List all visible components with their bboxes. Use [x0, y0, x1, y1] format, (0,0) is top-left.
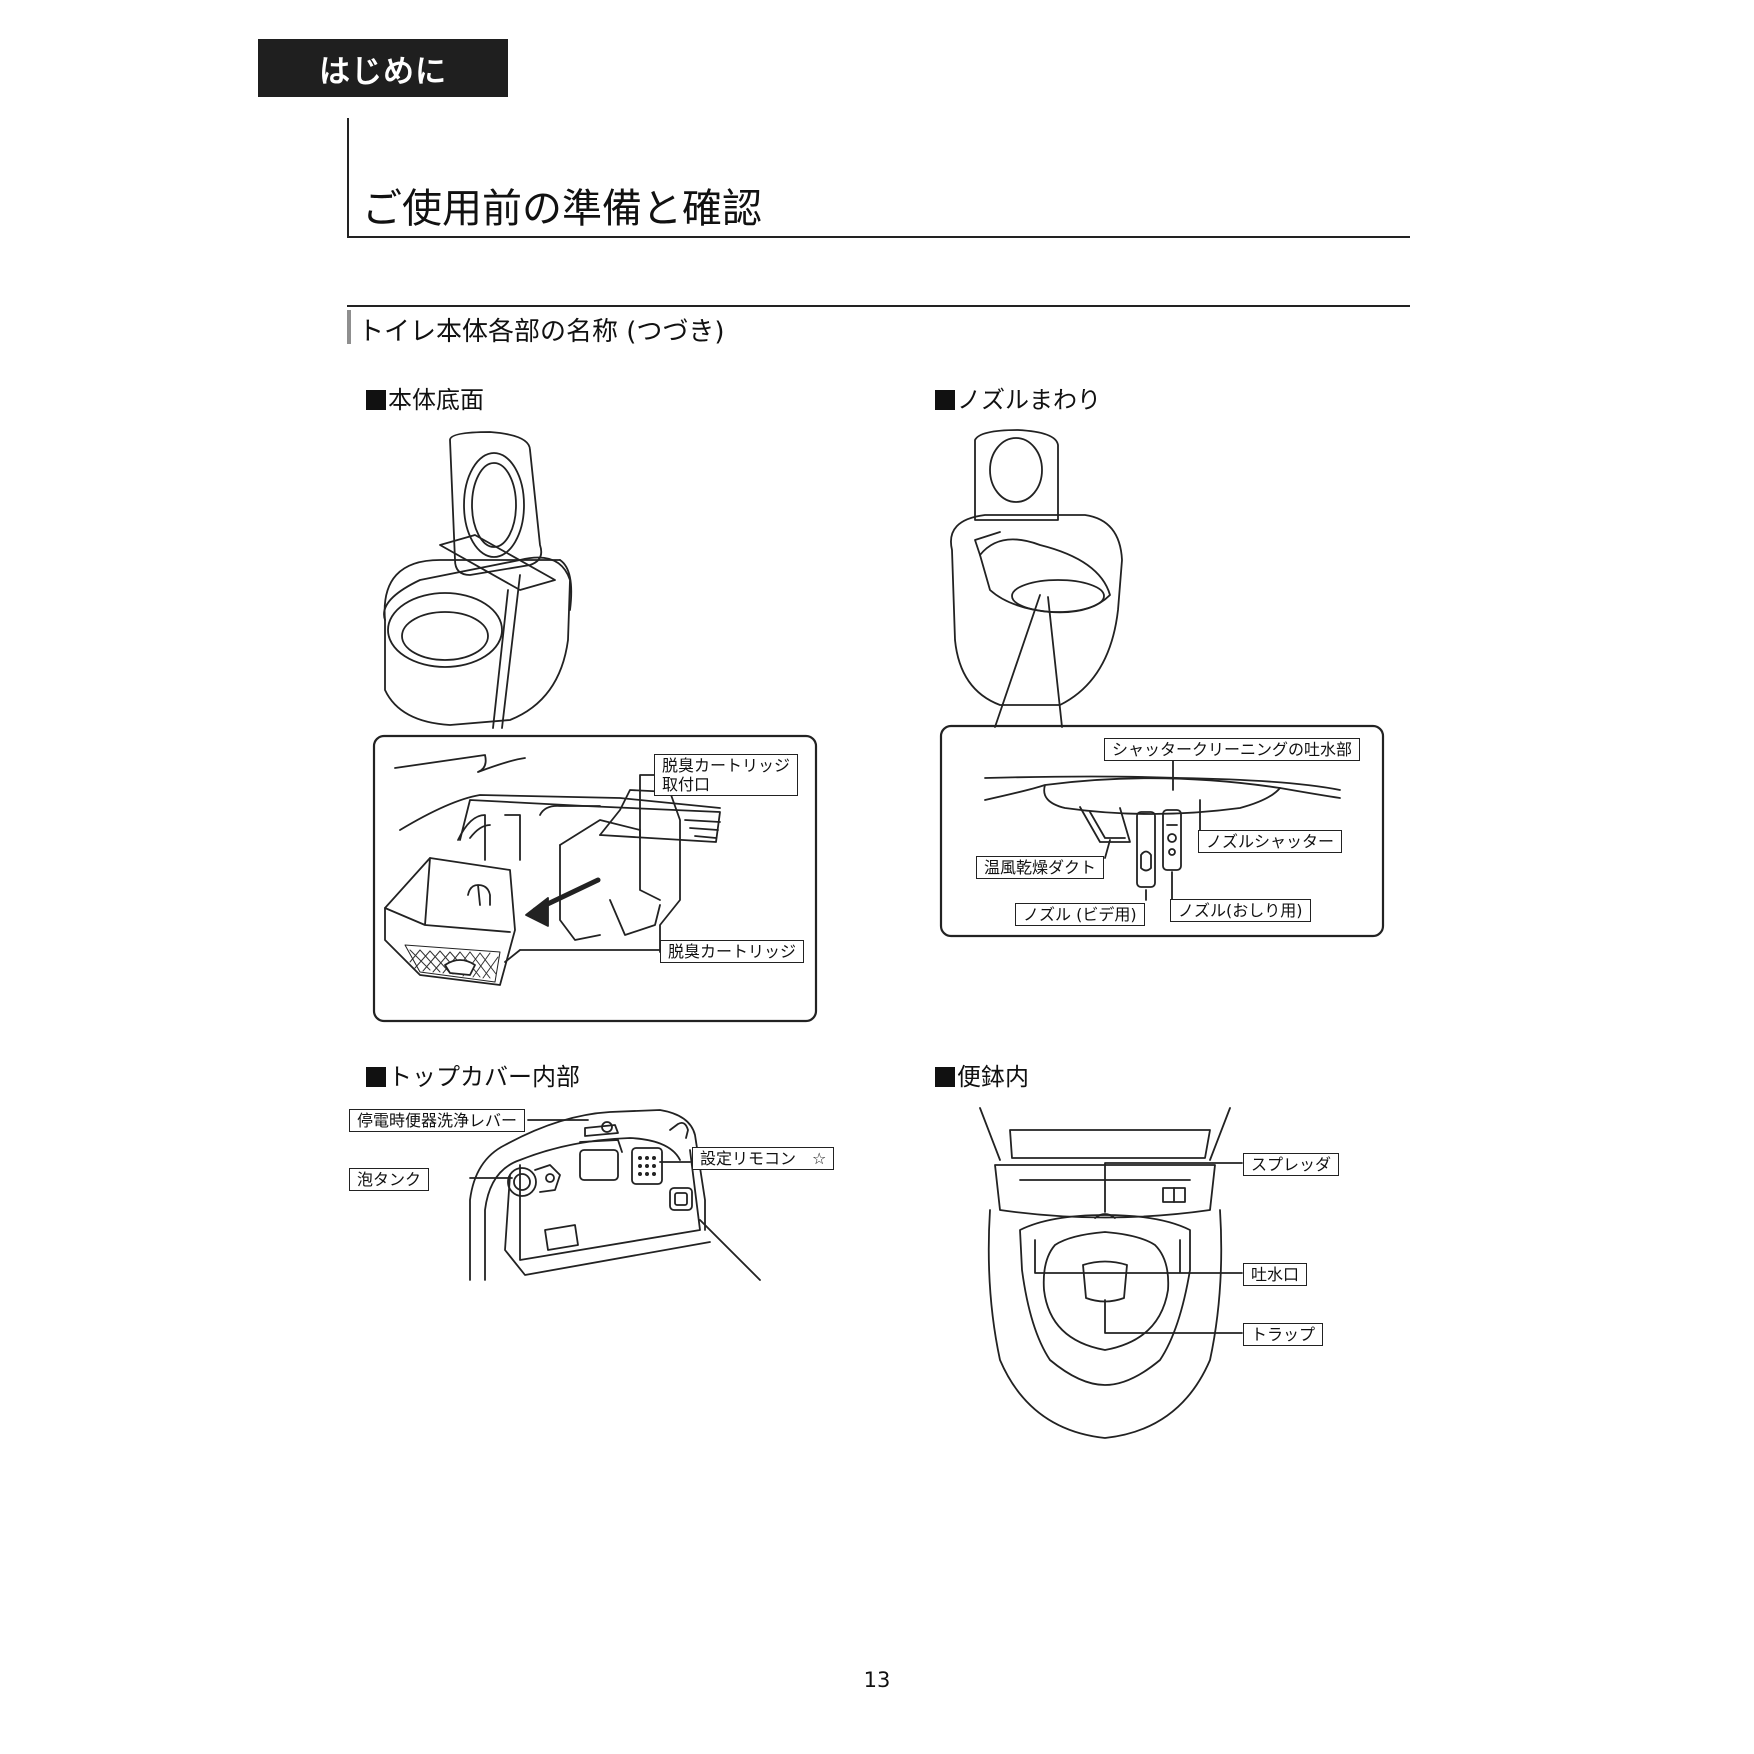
subheading-topcover: トップカバー内部 [366, 1057, 580, 1092]
label-foam-tank: 泡タンク [349, 1168, 430, 1191]
label-nozzle-shutter: ノズルシャッター [1198, 830, 1343, 853]
label-shutter-cleaning-outlet: シャッタークリーニングの吐水部 [1104, 738, 1361, 761]
label-cartridge: 脱臭カートリッジ [660, 940, 805, 963]
chapter-tag: はじめに [258, 39, 508, 97]
label-cartridge-mount: 脱臭カートリッジ 取付口 [654, 754, 799, 796]
bowl-illustration [979, 1107, 1243, 1439]
subheading-nozzle: ノズルまわり [935, 380, 1101, 415]
subheading-bottom: 本体底面 [366, 380, 484, 415]
label-nozzle-bidet: ノズル (ビデ用) [1015, 903, 1145, 926]
label-spreader: スプレッダ [1243, 1153, 1340, 1176]
title-underline [347, 236, 1410, 238]
toilet-nozzle-illustration [950, 429, 1123, 728]
subheading-bowl: 便鉢内 [935, 1057, 1029, 1092]
section-marker [347, 310, 351, 344]
label-water-outlet: 吐水口 [1243, 1263, 1308, 1286]
page-number: 13 [863, 1668, 891, 1692]
section-rule [347, 305, 1410, 307]
nozzle-detail-box [939, 724, 1385, 938]
square-bullet-icon [366, 390, 386, 410]
label-nozzle-oshiri: ノズル(おしり用) [1170, 899, 1311, 922]
square-bullet-icon [366, 1067, 386, 1087]
page-title: ご使用前の準備と確認 [362, 186, 762, 232]
label-emergency-flush-lever: 停電時便器洗浄レバー [349, 1109, 526, 1132]
label-trap: トラップ [1243, 1323, 1324, 1346]
section-title: トイレ本体各部の名称 (つづき) [358, 317, 725, 347]
label-drying-duct: 温風乾燥ダクト [976, 856, 1105, 879]
square-bullet-icon [935, 1067, 955, 1087]
title-vertical-rule [347, 118, 349, 238]
cartridge-detail-box [372, 734, 818, 1023]
topcover-illustration [469, 1109, 761, 1281]
toilet-bottom-illustration [383, 431, 573, 729]
label-settings-remote: 設定リモコン ☆ [692, 1147, 835, 1170]
square-bullet-icon [935, 390, 955, 410]
